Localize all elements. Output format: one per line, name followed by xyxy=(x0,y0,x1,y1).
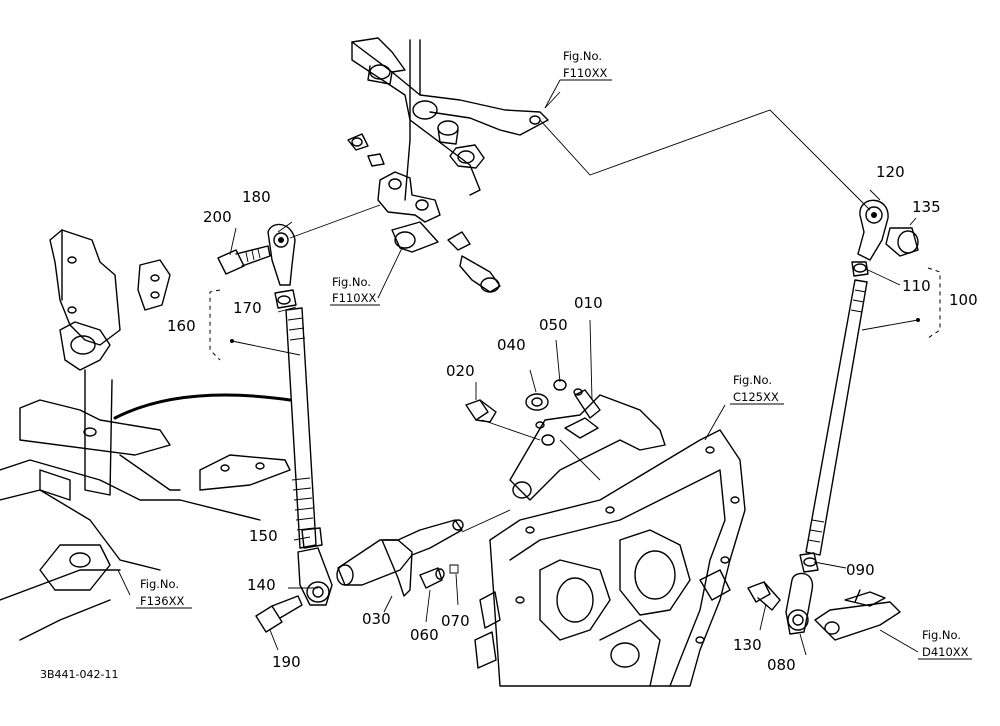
fig-ref-f110-top-line2: F110XX xyxy=(563,66,607,80)
label-150: 150 xyxy=(249,527,278,545)
transmission-case xyxy=(474,429,746,687)
label-030: 030 xyxy=(362,610,391,628)
label-130: 130 xyxy=(733,636,762,654)
label-200: 200 xyxy=(203,208,232,226)
label-060: 060 xyxy=(410,626,439,644)
leader-lines xyxy=(117,91,919,656)
label-040: 040 xyxy=(497,336,526,354)
fig-ref-c125-line2: C125XX xyxy=(733,390,779,404)
label-100: 100 xyxy=(949,291,978,309)
label-090: 090 xyxy=(846,561,875,579)
label-110: 110 xyxy=(902,277,931,295)
fig-ref-f136-line1: Fig.No. xyxy=(140,577,179,591)
right-rod-assembly xyxy=(747,199,941,641)
label-180: 180 xyxy=(242,188,271,206)
fig-ref-d410-line1: Fig.No. xyxy=(922,628,961,642)
fig-ref-f110-top-line1: Fig.No. xyxy=(563,49,602,63)
label-170: 170 xyxy=(233,299,262,317)
label-160: 160 xyxy=(167,317,196,335)
label-070: 070 xyxy=(441,612,470,630)
fig-ref-f110-mid-line2: F110XX xyxy=(332,291,376,305)
center-bracket-assembly xyxy=(336,379,666,597)
label-120: 120 xyxy=(876,163,905,181)
label-135: 135 xyxy=(912,198,941,216)
label-050: 050 xyxy=(539,316,568,334)
label-080: 080 xyxy=(767,656,796,674)
upper-linkage-arm xyxy=(351,37,549,201)
label-140: 140 xyxy=(247,576,276,594)
label-190: 190 xyxy=(272,653,301,671)
fig-ref-f110-mid-line1: Fig.No. xyxy=(332,275,371,289)
fig-ref-f136-line2: F136XX xyxy=(140,594,184,608)
label-020: 020 xyxy=(446,362,475,380)
left-pedal-frame xyxy=(0,229,292,641)
part-labels: 010 020 030 040 050 060 070 080 090 100 … xyxy=(167,163,978,674)
diagram-code: 3B441-042-11 xyxy=(40,668,118,681)
label-010: 010 xyxy=(574,294,603,312)
figure-references: Fig.No. F110XX Fig.No. F110XX Fig.No. C1… xyxy=(136,49,972,660)
fig-ref-c125-line1: Fig.No. xyxy=(733,373,772,387)
middle-linkage-bracket xyxy=(347,133,501,293)
fig-ref-d410-line2: D410XX xyxy=(922,645,969,659)
left-rod-assembly xyxy=(209,223,333,633)
